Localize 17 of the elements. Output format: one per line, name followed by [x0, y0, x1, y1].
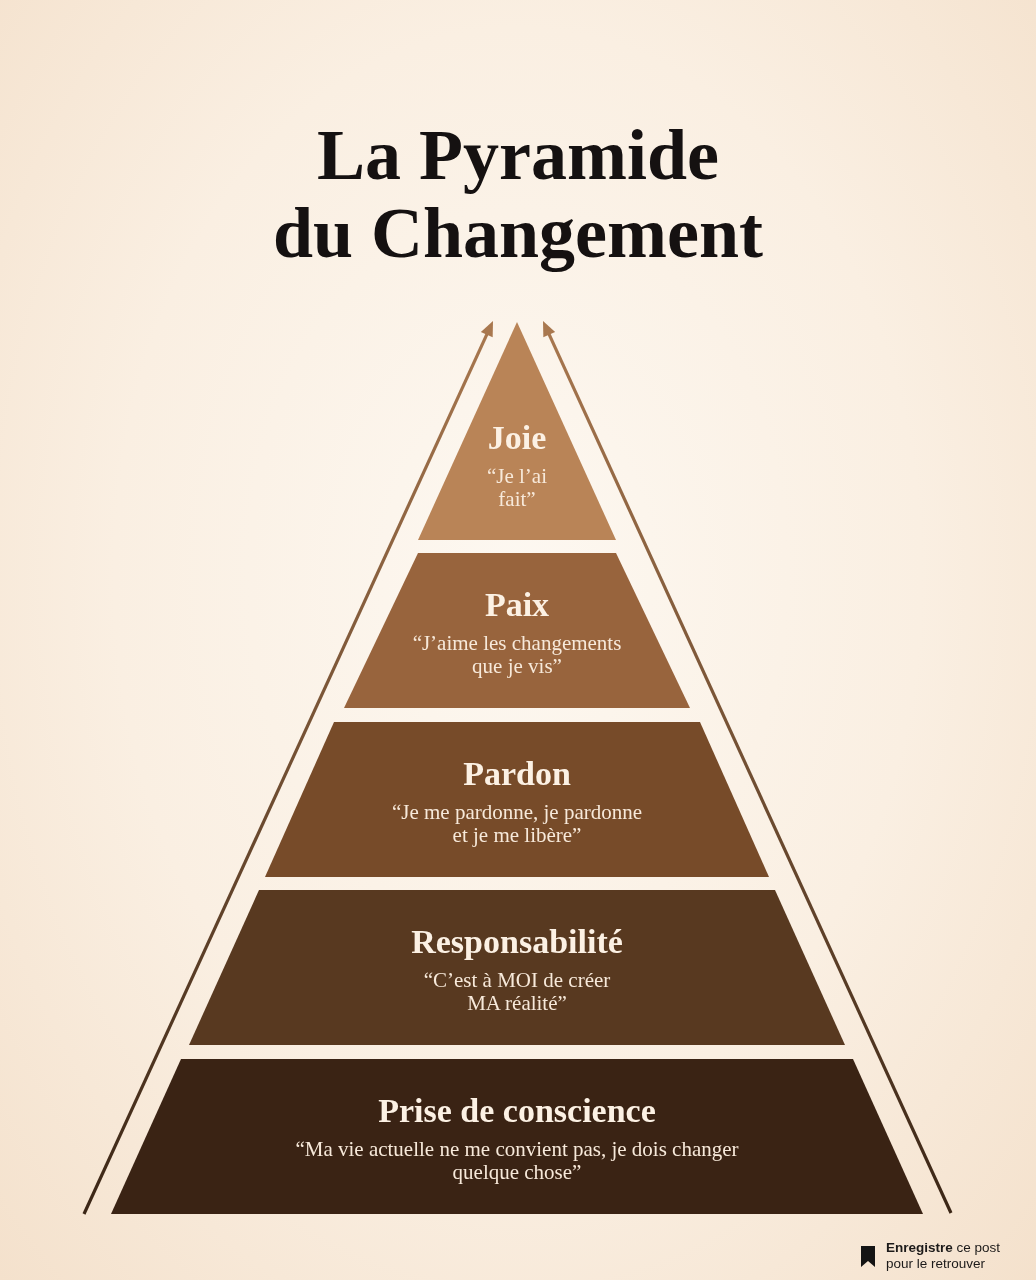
tier-title: Paix	[484, 585, 550, 625]
pyramid-tier	[111, 1059, 923, 1214]
pyramid-tier	[344, 553, 690, 708]
pyramid-tier	[265, 722, 769, 877]
title: La Pyramide du Changement	[272, 116, 764, 272]
tier-quote: “Je me pardonne, je pardonne et je me libère”	[390, 801, 644, 847]
tier-title: Pardon	[463, 754, 571, 794]
pyramid-tier	[418, 322, 616, 540]
tier-title: Responsabilité	[411, 922, 623, 962]
tier-quote: “J’aime les changements que je vis”	[411, 632, 623, 678]
save-note: Enregistre ce post pour le retrouver	[886, 1240, 1002, 1272]
tier-quote: “C’est à MOI de créer MA réalité”	[422, 969, 612, 1015]
pyramid-tier	[189, 890, 845, 1045]
tier-title: Prise de conscience	[378, 1091, 656, 1131]
tier-title: Joie	[487, 418, 547, 458]
tier-quote: “Ma vie actuelle ne me convient pas, je dois changer quelque chose”	[294, 1138, 740, 1184]
tier-quote: “Je l’ai fait”	[485, 465, 548, 511]
